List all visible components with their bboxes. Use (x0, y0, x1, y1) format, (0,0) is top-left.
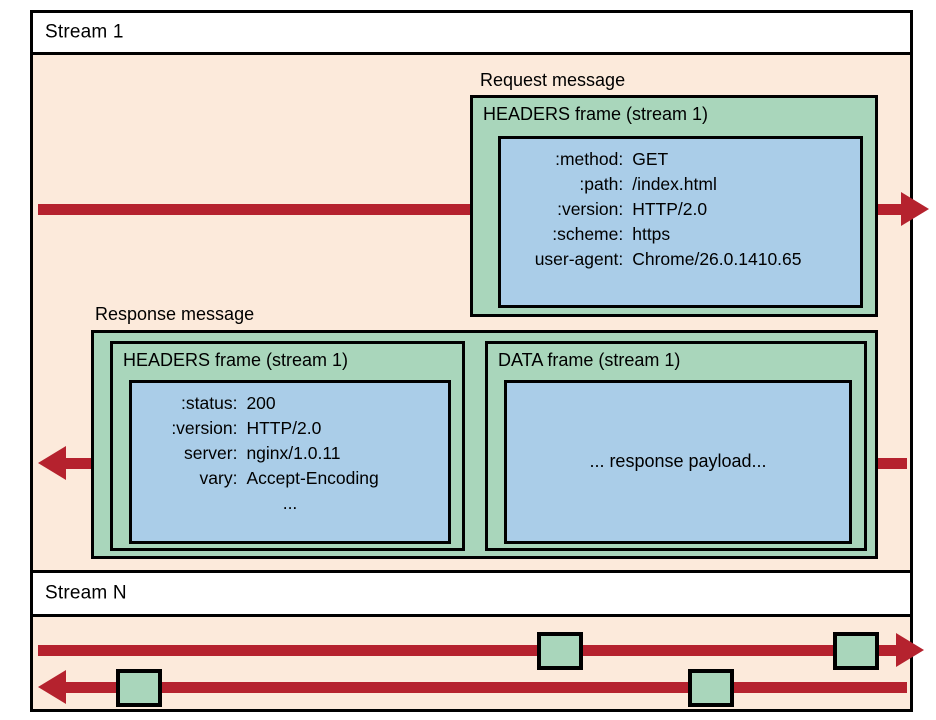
header-key: :path: (579, 174, 624, 195)
response-data-frame-title: DATA frame (stream 1) (498, 350, 681, 370)
table-row: :path: /index.html (501, 172, 860, 197)
header-key: :version: (171, 418, 238, 439)
header-key: :status: (181, 393, 238, 413)
stream-n-packet (688, 669, 734, 707)
response-arrow-left-icon (38, 446, 66, 480)
request-header-table: :method: GET :path: /index.html :version… (501, 147, 860, 272)
response-payload-text: ... response payload... (589, 451, 767, 472)
table-row: :version: HTTP/2.0 (501, 197, 860, 222)
header-key: :method: (555, 149, 624, 169)
response-headers-frame: HEADERS frame (stream 1) :status: 200 :v… (110, 341, 465, 551)
stream-n-packet (537, 632, 583, 670)
header-value: GET (632, 149, 669, 169)
table-row: user-agent: Chrome/26.0.1410.65 (501, 247, 860, 272)
stream-n-packet (833, 632, 879, 670)
table-row: ... (132, 491, 448, 516)
response-headers-payload: :status: 200 :version: HTTP/2.0 server: … (129, 380, 451, 544)
header-key: :scheme: (552, 224, 624, 245)
table-row: server: nginx/1.0.11 (132, 441, 448, 466)
response-headers-frame-title: HEADERS frame (stream 1) (123, 350, 349, 370)
request-arrow-right-icon (901, 192, 929, 226)
header-value: Accept-Encoding (246, 468, 379, 489)
table-row: :version: HTTP/2.0 (132, 416, 448, 441)
header-key: user-agent: (534, 249, 624, 270)
header-key: vary: (199, 468, 238, 489)
header-value: /index.html (632, 174, 717, 195)
request-headers-frame: HEADERS frame (stream 1) :method: GET :p… (470, 95, 878, 317)
response-header-table: :status: 200 :version: HTTP/2.0 server: … (132, 391, 448, 516)
response-data-frame: DATA frame (stream 1) ... response paylo… (485, 341, 867, 551)
table-row: :status: 200 (132, 391, 448, 416)
stream-1-label: Stream 1 (45, 21, 124, 43)
table-row: :scheme: https (501, 222, 860, 247)
stream-1-label-band: Stream 1 (33, 13, 910, 55)
request-flow-line-left (38, 204, 473, 215)
stream-n-bottom-flow-line (64, 682, 907, 693)
stream-n-packet (116, 669, 162, 707)
response-message-caption: Response message (95, 304, 255, 324)
response-flow-line-right (851, 458, 907, 469)
header-key: :version: (557, 199, 624, 220)
header-value: HTTP/2.0 (632, 199, 708, 220)
header-value: https (632, 224, 671, 245)
response-flow-line-left (64, 458, 94, 469)
response-data-payload: ... response payload... (504, 380, 852, 544)
diagram-outer-frame: Stream 1 Request message HEADERS frame (… (30, 10, 929, 712)
table-row: :method: GET (501, 147, 860, 172)
header-value: HTTP/2.0 (246, 418, 322, 439)
response-message-container: HEADERS frame (stream 1) :status: 200 :v… (91, 330, 878, 559)
stream-n-label-band: Stream N (33, 570, 910, 617)
header-key: server: (183, 443, 238, 464)
stream-n-top-flow-line (38, 645, 904, 656)
header-value: nginx/1.0.11 (246, 443, 341, 464)
request-headers-frame-title: HEADERS frame (stream 1) (483, 104, 709, 124)
header-value: Chrome/26.0.1410.65 (632, 249, 802, 270)
header-ellipsis: ... (282, 493, 298, 514)
request-headers-payload: :method: GET :path: /index.html :version… (498, 136, 863, 308)
header-value: 200 (246, 393, 276, 413)
stream-n-arrow-left-icon (38, 670, 66, 704)
request-message-caption: Request message (480, 70, 626, 90)
table-row: vary: Accept-Encoding (132, 466, 448, 491)
stream-n-arrow-right-icon (896, 633, 924, 667)
stream-n-label: Stream N (45, 582, 127, 604)
